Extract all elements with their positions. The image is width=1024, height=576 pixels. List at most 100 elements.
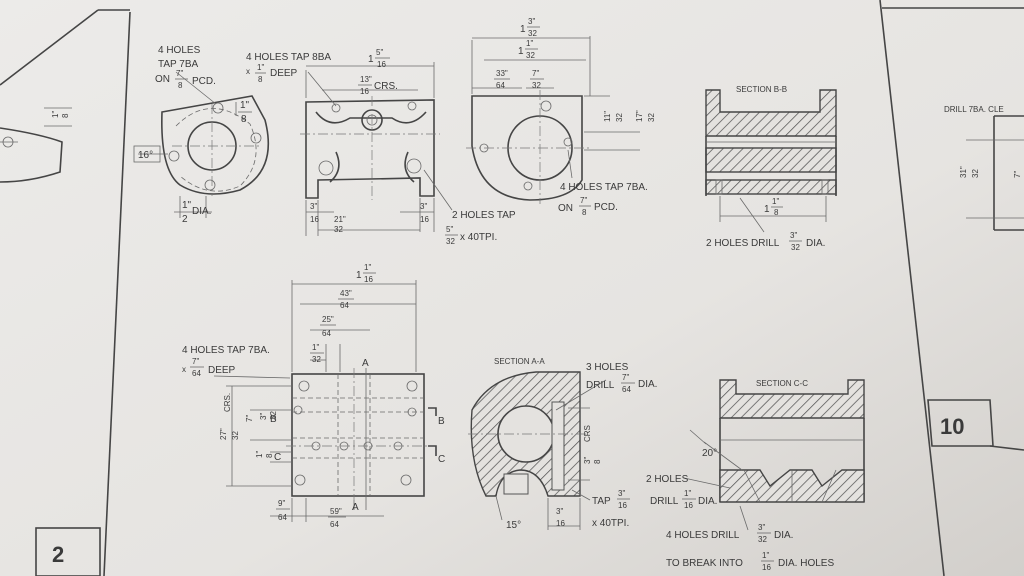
cc-holes2-label: 2 HOLES [646, 474, 689, 485]
bb-drill-num: 3" [790, 231, 797, 240]
aa-crs-num: 3" [583, 457, 592, 464]
tr-holes-label: 4 HOLES TAP 7BA. [560, 182, 648, 193]
tm-overall-num: 5" [376, 48, 383, 57]
bl-deep-suffix: DEEP [208, 365, 236, 376]
aa-drill-prefix: DRILL [586, 380, 615, 391]
tr-v2-den: 32 [647, 113, 656, 122]
bl-mark-a-bottom: A [352, 502, 359, 513]
tr-overall-den: 32 [528, 29, 537, 38]
sheet-number-right: 10 [940, 414, 964, 439]
tr-overall-whole: 1 [520, 24, 526, 35]
section-aa-view: SECTION A-A 3 HOLES DRILL 7" 64 DIA. 3" … [468, 357, 657, 531]
tm-crs-num: 13" [360, 75, 372, 84]
aa-b-num: 3" [556, 507, 563, 516]
bl-v3-den: 32 [269, 411, 278, 420]
cc-drill-prefix: DRILL [650, 496, 679, 507]
tm-tap-den: 32 [446, 237, 455, 246]
tm-deep-prefix: x [246, 67, 250, 76]
bl-mark-c-right: C [438, 454, 445, 465]
cc-holes4-label: 4 HOLES DRILL [666, 530, 740, 541]
bb-drill-suffix: DIA. [806, 238, 825, 249]
cc-drill-suffix: DIA. [698, 496, 717, 507]
fr-drill-text: DRILL 7BA. CLE [944, 105, 1004, 114]
sheet-number-box-left: 2 [35, 527, 101, 576]
tl-dia-suffix: DIA. [192, 206, 211, 217]
tl-dim-top-den: 8 [241, 114, 247, 125]
tm-overall-den: 16 [377, 60, 386, 69]
tl-holes-label-1: 4 HOLES [158, 45, 201, 56]
aa-drill-den: 64 [622, 385, 631, 394]
bl-mark-b-right: B [438, 416, 445, 427]
far-left-dim-num: 1" [51, 111, 60, 118]
tl-pcd-suffix: PCD. [192, 76, 216, 87]
aa-drill-num: 7" [622, 373, 629, 382]
bl-d1-num: 1" [312, 343, 319, 352]
cc-drill4-suffix: DIA. [774, 530, 793, 541]
bl-b9-den: 64 [278, 513, 287, 522]
tr-v2-num: 17" [635, 110, 644, 122]
tr-inner-num: 1" [526, 39, 533, 48]
tl-dia-num: 1" [182, 200, 192, 211]
bl-deep-den: 64 [192, 369, 201, 378]
cc-break-label: TO BREAK INTO [666, 558, 743, 569]
tm-deep-den: 8 [258, 75, 263, 84]
tl-angle: 16° [138, 150, 153, 161]
tm-holes-label: 4 HOLES TAP 8BA [246, 52, 331, 63]
bl-deep-prefix: x [182, 365, 186, 374]
cc-title: SECTION C-C [756, 379, 808, 388]
cc-drill-den: 16 [684, 501, 693, 510]
bl-deep-num: 7" [192, 357, 199, 366]
bl-b59-num: 59" [330, 507, 342, 516]
tr-v1-num: 11" [603, 111, 612, 122]
far-right-partial-view: DRILL 7BA. CLE 31" 32 7" [944, 105, 1024, 231]
tm-tap-suffix: x 40TPI. [460, 232, 497, 243]
cc-drill4-num: 3" [758, 523, 765, 532]
bb-drill-den: 32 [791, 243, 800, 252]
far-left-partial-view: 1" 8 [0, 107, 72, 183]
tr-pcd-suffix: PCD. [594, 202, 618, 213]
tl-on-prefix: ON [155, 74, 170, 85]
tr-left-den: 64 [496, 81, 505, 90]
aa-crs-suffix: CRS [583, 425, 592, 442]
bl-v7-num: 7" [245, 415, 254, 422]
cc-drill-num: 1" [684, 489, 691, 498]
aa-title: SECTION A-A [494, 357, 545, 366]
tm-left-den: 16 [310, 215, 319, 224]
aa-drill-suffix: DIA. [638, 379, 657, 390]
bl-d25-den: 64 [322, 329, 331, 338]
bl-b59-den: 64 [330, 520, 339, 529]
tr-inner-whole: 1 [518, 46, 524, 57]
bl-holes-label: 4 HOLES TAP 7BA. [182, 345, 270, 356]
bl-d43-num: 43" [340, 289, 352, 298]
tm-tap-label: 2 HOLES TAP [452, 210, 516, 221]
bl-v3-num: 3" [259, 413, 268, 420]
tr-pcd-den: 8 [582, 208, 587, 217]
bl-overall-den: 16 [364, 275, 373, 284]
bb-drill-label: 2 HOLES DRILL [706, 238, 780, 249]
bl-crs-suffix: CRS. [223, 393, 232, 412]
bl-overall-num: 1" [364, 263, 371, 272]
tl-dim-top-num: 1" [240, 100, 250, 111]
bb-title: SECTION B-B [736, 85, 787, 94]
cc-drill4-den: 32 [758, 535, 767, 544]
bb-dim-den: 8 [774, 208, 779, 217]
aa-crs-den: 8 [593, 459, 602, 464]
top-left-view: 4 HOLES TAP 7BA ON 7" 8 PCD. 1" 8 16° 1"… [133, 45, 270, 225]
tl-dia-den: 2 [182, 214, 188, 225]
tr-v1-den: 32 [615, 113, 624, 122]
aa-tpi: x 40TPI. [592, 518, 629, 529]
tm-crs-suffix: CRS. [374, 81, 398, 92]
fr-dim2: 7" [1013, 171, 1022, 178]
bl-d43-den: 64 [340, 301, 349, 310]
tr-mid-den: 32 [532, 81, 541, 90]
cc-break-den: 16 [762, 563, 771, 572]
bl-b9-num: 9" [278, 499, 285, 508]
section-cc-view: SECTION C-C 20° 2 HOLES DRILL 1" 16 DIA.… [646, 379, 865, 572]
fr-dim-den: 32 [971, 169, 980, 178]
tr-on-prefix: ON [558, 203, 573, 214]
bl-crs-den: 32 [231, 431, 240, 440]
bl-d25-num: 25" [322, 315, 334, 324]
top-middle-view: 4 HOLES TAP 8BA x 1" 8 DEEP 1 5" 16 13" … [246, 48, 516, 246]
bottom-left-view: 1 1" 16 43" 64 25" 64 1" 32 4 HOLES TAP … [182, 263, 445, 529]
